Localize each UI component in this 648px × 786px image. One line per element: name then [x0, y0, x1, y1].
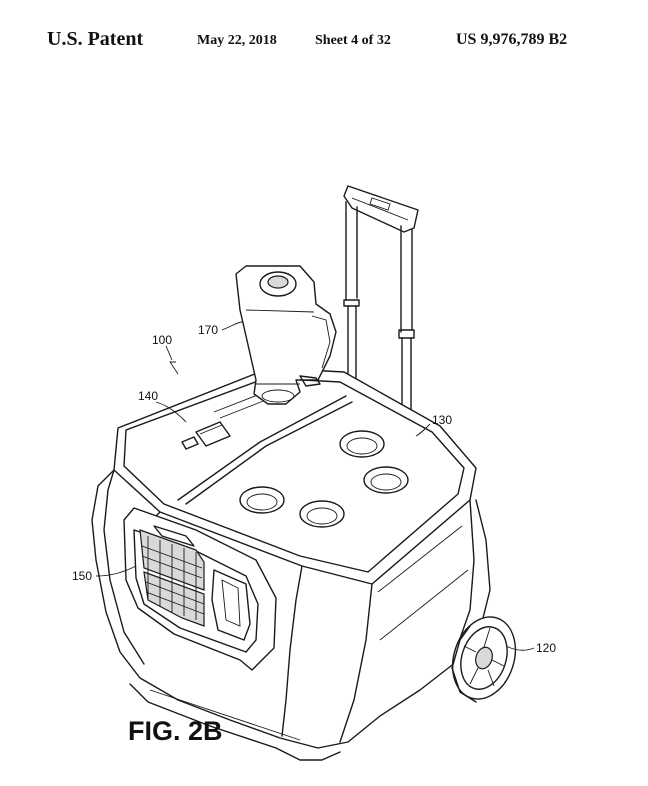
patent-date: May 22, 2018: [197, 33, 277, 48]
ref-170: 170: [198, 323, 218, 337]
patent-header: U.S. Patent May 22, 2018 Sheet 4 of 32 U…: [0, 28, 648, 54]
cup-holders: [239, 430, 409, 528]
wheel: [451, 616, 517, 703]
blender: [235, 265, 337, 405]
sheet-number: Sheet 4 of 32: [315, 33, 391, 48]
patent-title: U.S. Patent: [47, 28, 144, 50]
patent-number: US 9,976,789 B2: [456, 31, 568, 48]
ref-120: 120: [536, 641, 556, 655]
lid-controls: [181, 393, 267, 450]
ref-100: 100: [152, 333, 172, 347]
ref-150: 150: [72, 569, 92, 583]
ref-140: 140: [138, 389, 158, 403]
leader-lines: [95, 321, 535, 651]
ref-130: 130: [432, 413, 452, 427]
figure-label: FIG. 2B: [128, 716, 223, 746]
fan-grille-panel: [123, 507, 277, 671]
cooler-body: [91, 367, 491, 761]
